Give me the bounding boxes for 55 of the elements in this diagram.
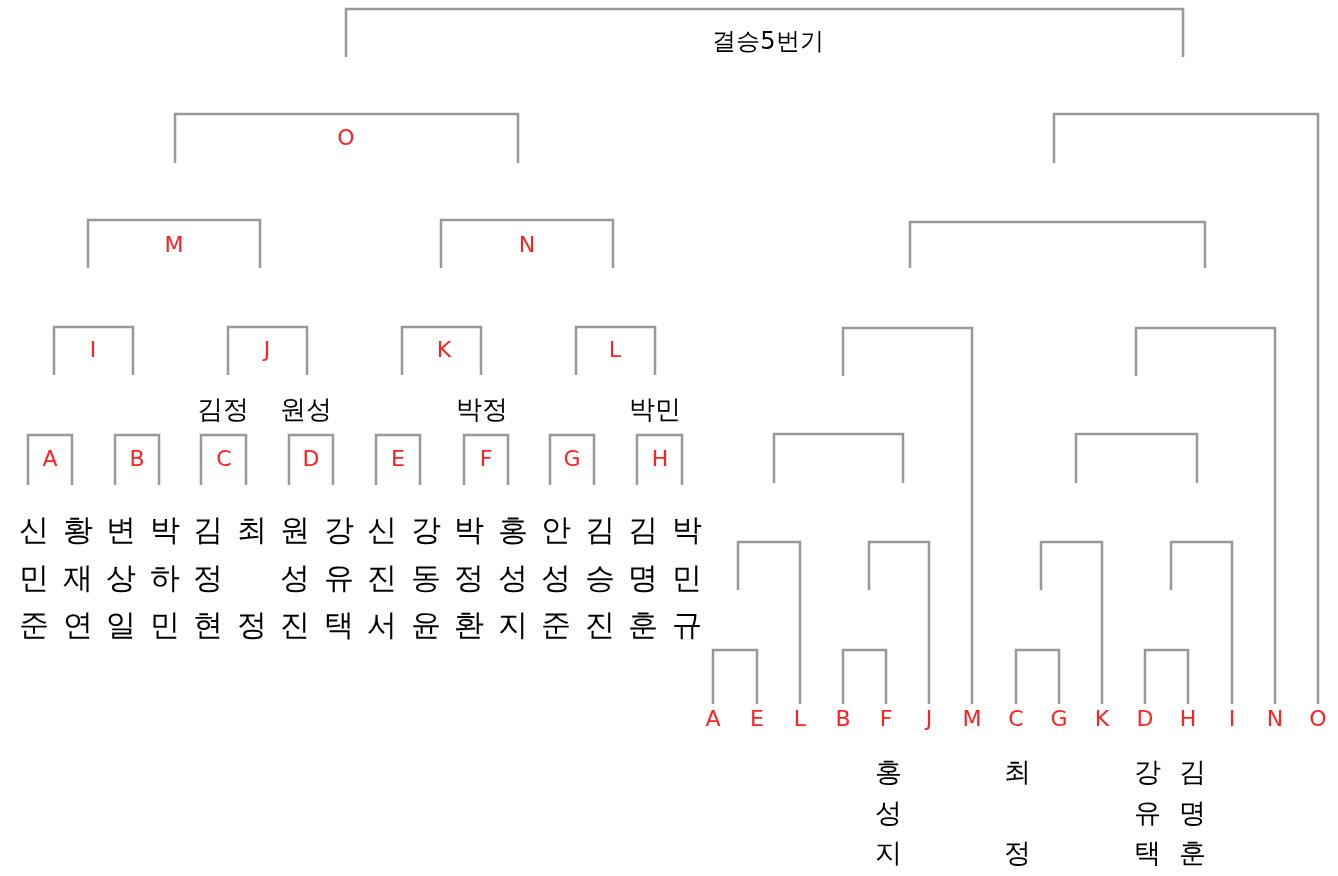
match-label: O [337, 127, 355, 149]
match-label: A [42, 448, 58, 470]
match-label: F [479, 448, 493, 470]
match-label: K [436, 339, 452, 361]
match-label: A [705, 708, 721, 730]
match-label: H [1179, 708, 1197, 730]
player-name: 최정 [1002, 755, 1032, 870]
match-label: E [750, 708, 764, 730]
player-name: 김명훈 [627, 511, 659, 644]
winner-name: 박정 [456, 396, 508, 422]
match-label: E [391, 448, 405, 470]
match-label: C [216, 448, 232, 470]
match-label: L [793, 708, 807, 730]
winner-name: 원성 [280, 396, 332, 422]
match-label: G [563, 448, 581, 470]
match-label: K [1094, 708, 1110, 730]
winner-name: 박민 [629, 396, 681, 422]
match-label: N [1266, 708, 1284, 730]
player-name: 강유택 [1132, 755, 1162, 870]
match-label: H [651, 448, 669, 470]
match-label: C [1008, 708, 1024, 730]
player-name: 박민규 [670, 511, 703, 644]
player-name: 안성준 [540, 511, 572, 644]
match-label: M [962, 708, 982, 730]
player-name: 홍성지 [496, 511, 529, 644]
player-name: 황재연 [61, 511, 94, 644]
player-name: 김정현 [192, 511, 224, 644]
match-label: D [302, 448, 320, 470]
match-label: M [164, 234, 184, 256]
player-name: 강동윤 [409, 511, 442, 644]
match-label: O [1309, 708, 1327, 730]
match-label: D [1136, 708, 1154, 730]
match-label: J [925, 708, 933, 730]
match-label: B [835, 708, 851, 730]
match-label: I [1228, 708, 1236, 730]
bracket-title: 결승5번기 [712, 29, 824, 53]
player-name: 신진서 [366, 511, 398, 644]
player-name: 강유택 [322, 511, 355, 644]
player-name: 원성진 [279, 511, 311, 644]
player-name: 김승진 [583, 511, 616, 644]
match-label: B [129, 448, 145, 470]
player-name: 박하민 [148, 511, 181, 644]
player-name: 변상일 [105, 511, 137, 644]
match-label: F [879, 708, 893, 730]
player-name: 홍성지 [873, 755, 903, 870]
match-label: L [608, 339, 622, 361]
match-label: G [1050, 708, 1068, 730]
winner-name: 김정 [197, 396, 249, 422]
match-label: I [89, 339, 97, 361]
player-name: 박정환 [453, 511, 485, 644]
player-name: 최정 [235, 511, 268, 644]
match-label: J [263, 339, 271, 361]
player-name: 김명훈 [1177, 755, 1207, 870]
player-name: 신민준 [18, 511, 50, 644]
match-label: N [518, 234, 536, 256]
